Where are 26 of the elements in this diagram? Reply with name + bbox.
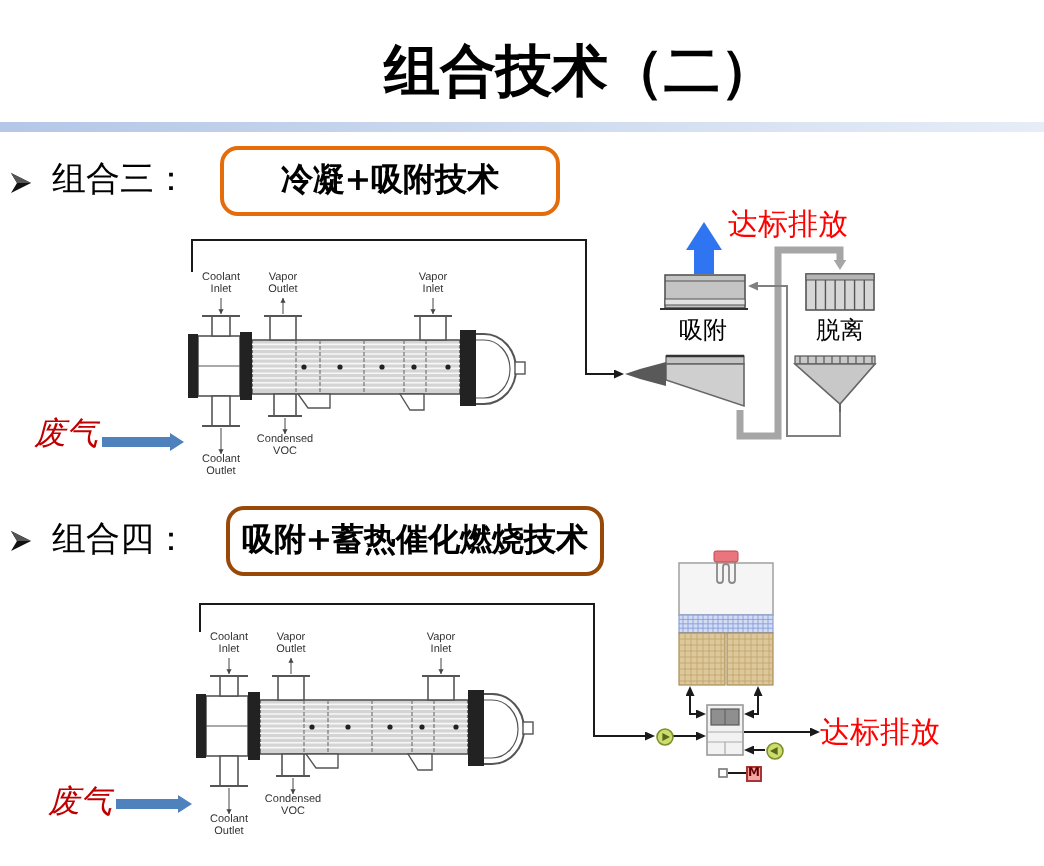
- section-label: 组合三：: [52, 160, 188, 200]
- unit-label: 脱离: [816, 318, 864, 344]
- exhaust-arrow: [686, 222, 722, 274]
- connector-arrow: [744, 745, 766, 755]
- connector-arrow: [199, 603, 655, 741]
- technique-box: [220, 146, 560, 216]
- unit-label: 吸附: [679, 318, 727, 344]
- pipe-arrow: [736, 246, 847, 440]
- flow-arrow: [102, 433, 184, 451]
- connector-arrow: [191, 239, 624, 379]
- connector-line: [727, 772, 747, 774]
- return-line-arrow: [748, 281, 841, 437]
- connector-arrow: [672, 731, 706, 741]
- technique-title: 吸附+蓄热催化燃烧技术: [241, 520, 589, 562]
- technique-title: 冷凝+吸附技术: [280, 160, 500, 202]
- outlet-label: 达标排放: [820, 716, 942, 748]
- connector-arrow: [743, 727, 820, 737]
- inlet-label: 废气: [48, 782, 116, 822]
- section-label: 组合四：: [52, 520, 188, 560]
- double-arrow: [685, 686, 706, 719]
- outlet-label: 达标排放: [728, 208, 850, 242]
- double-arrow: [744, 686, 763, 719]
- technique-box: [226, 506, 604, 576]
- flow-arrow: [116, 795, 192, 813]
- inlet-label: 废气: [34, 414, 102, 454]
- slide-title: 组合技术（二）: [384, 40, 776, 104]
